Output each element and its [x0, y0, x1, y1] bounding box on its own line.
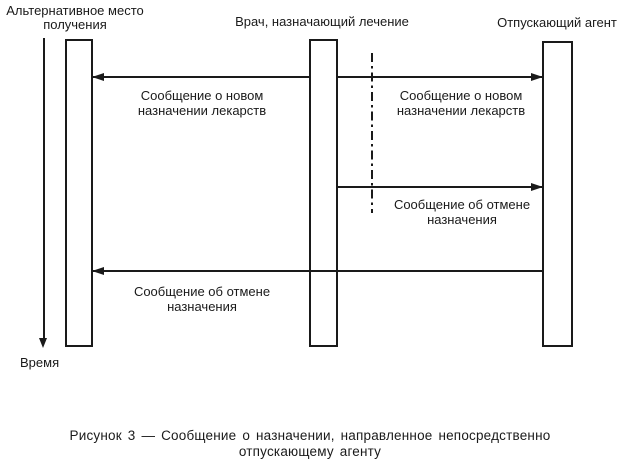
message-arrow-new-prescription-to-agent — [337, 76, 543, 78]
arrow-left-icon — [92, 267, 104, 275]
message-label-line: назначения — [427, 212, 497, 227]
message-arrow-new-prescription-to-alt — [92, 76, 310, 78]
message-label-new-prescription-left: Сообщение о новом назначении лекарств — [117, 88, 287, 118]
arrow-left-icon — [92, 73, 104, 81]
message-label-cancel-left: Сообщение об отмене назначения — [117, 284, 287, 314]
message-label-line: назначения — [167, 299, 237, 314]
arrow-down-icon — [39, 338, 47, 348]
message-label-line: Сообщение о новом — [140, 88, 264, 103]
figure-caption: Рисунок 3 — Сообщение о назначении, напр… — [0, 428, 620, 460]
message-arrow-cancel-to-alt — [92, 270, 543, 272]
actor-header-doctor: Врач, назначающий лечение — [235, 14, 409, 29]
message-label-cancel-right: Сообщение об отмене назначения — [377, 197, 547, 227]
lifeline-alt-location — [65, 39, 93, 347]
arrow-right-icon — [531, 73, 543, 81]
dash-dot-divider-line — [371, 53, 373, 213]
message-label-line: назначении лекарств — [396, 103, 526, 118]
message-label-line: Сообщение об отмене — [133, 284, 271, 299]
lifeline-agent — [542, 41, 573, 347]
lifeline-doctor — [309, 39, 338, 347]
actor-header-agent: Отпускающий агент — [497, 15, 617, 30]
message-arrow-cancel-to-agent — [337, 186, 543, 188]
actor-header-line: Альтернативное место — [6, 3, 144, 18]
actor-header-line: получения — [43, 17, 107, 32]
figure-caption-line: Рисунок 3 — Сообщение о назначении, напр… — [69, 428, 551, 443]
arrow-right-icon — [531, 183, 543, 191]
time-axis-label: Время — [20, 355, 60, 370]
actor-header-alt-location: Альтернативное место получения — [3, 4, 147, 32]
message-label-new-prescription-right: Сообщение о новом назначении лекарств — [376, 88, 546, 118]
figure-caption-line: отпускающему агенту — [238, 444, 382, 459]
message-label-line: Сообщение о новом — [399, 88, 523, 103]
message-label-line: Сообщение об отмене — [393, 197, 531, 212]
message-label-line: назначении лекарств — [137, 103, 267, 118]
time-axis-line — [43, 38, 45, 338]
